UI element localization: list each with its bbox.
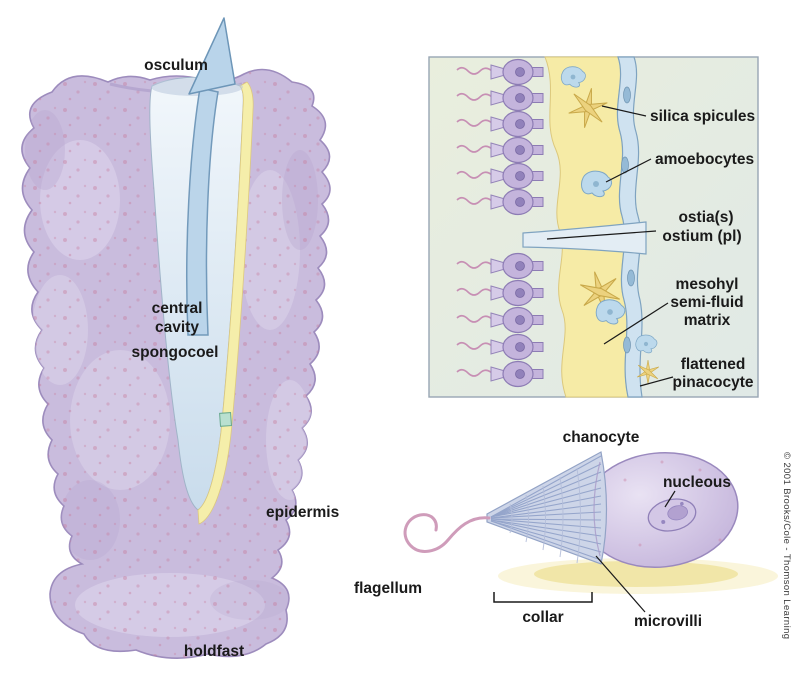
microvilli-lines <box>490 455 602 561</box>
label-nucleous: nucleous <box>663 474 731 491</box>
water-flow-arrow <box>186 17 236 336</box>
label-chanocyte: chanocyte <box>563 429 640 446</box>
label-central-cavity-line2: cavity <box>155 319 199 336</box>
cross-section-inset: silica spicules amoebocytes ostia(s) ost… <box>428 56 759 398</box>
cavity-yellow-lining <box>197 81 254 525</box>
flagellum <box>403 513 491 553</box>
label-flagellum: flagellum <box>354 580 422 597</box>
pinacocyte-nuclei <box>621 86 635 354</box>
label-osculum: osculum <box>144 57 208 74</box>
label-spongocoel: spongocoel <box>132 344 219 361</box>
label-mesohyl-line1: mesohyl <box>676 276 739 293</box>
label-mesohyl-line2: semi-fluid <box>670 294 743 311</box>
collar-body-junction <box>593 461 601 557</box>
copyright-text: © 2001 Brooks/Cole - Thomson Learning <box>781 452 792 639</box>
leader-microvilli <box>595 555 646 613</box>
collar-cone <box>486 451 608 565</box>
leader-mesohyl <box>603 302 669 345</box>
label-epidermis: epidermis <box>266 504 339 521</box>
label-pinacocyte-line1: flattened <box>681 356 746 373</box>
ostium-channel <box>522 221 647 255</box>
collar-cross-bands <box>509 467 581 564</box>
choanocyte-detail: chanocyte nucleous flagellum collar micr… <box>354 429 778 630</box>
label-amoebocytes: amoebocytes <box>655 151 754 168</box>
body-speckles <box>623 460 722 547</box>
label-silica-spicules: silica spicules <box>650 108 755 125</box>
leader-silica-spicules <box>601 105 647 117</box>
label-central-cavity-line1: central <box>152 300 203 317</box>
ground-shadow <box>534 561 738 587</box>
label-pinacocyte-line2: pinacocyte <box>673 374 754 391</box>
label-ostia: ostia(s) <box>678 209 733 226</box>
label-mesohyl-line3: matrix <box>684 312 731 329</box>
leader-amoebocytes <box>605 158 652 183</box>
sponge-illustration: osculum central cavity spongocoel epider… <box>21 17 339 660</box>
nucleus <box>647 498 697 532</box>
leader-pinacocyte <box>639 376 674 387</box>
ostium-marker <box>219 412 233 427</box>
label-microvilli: microvilli <box>634 613 702 630</box>
leader-ostium <box>546 230 657 240</box>
label-collar: collar <box>522 609 563 626</box>
label-ostium: ostium (pl) <box>662 228 741 245</box>
collar-bracket <box>493 592 593 603</box>
label-holdfast: holdfast <box>184 643 244 660</box>
leader-nucleus <box>664 490 676 508</box>
